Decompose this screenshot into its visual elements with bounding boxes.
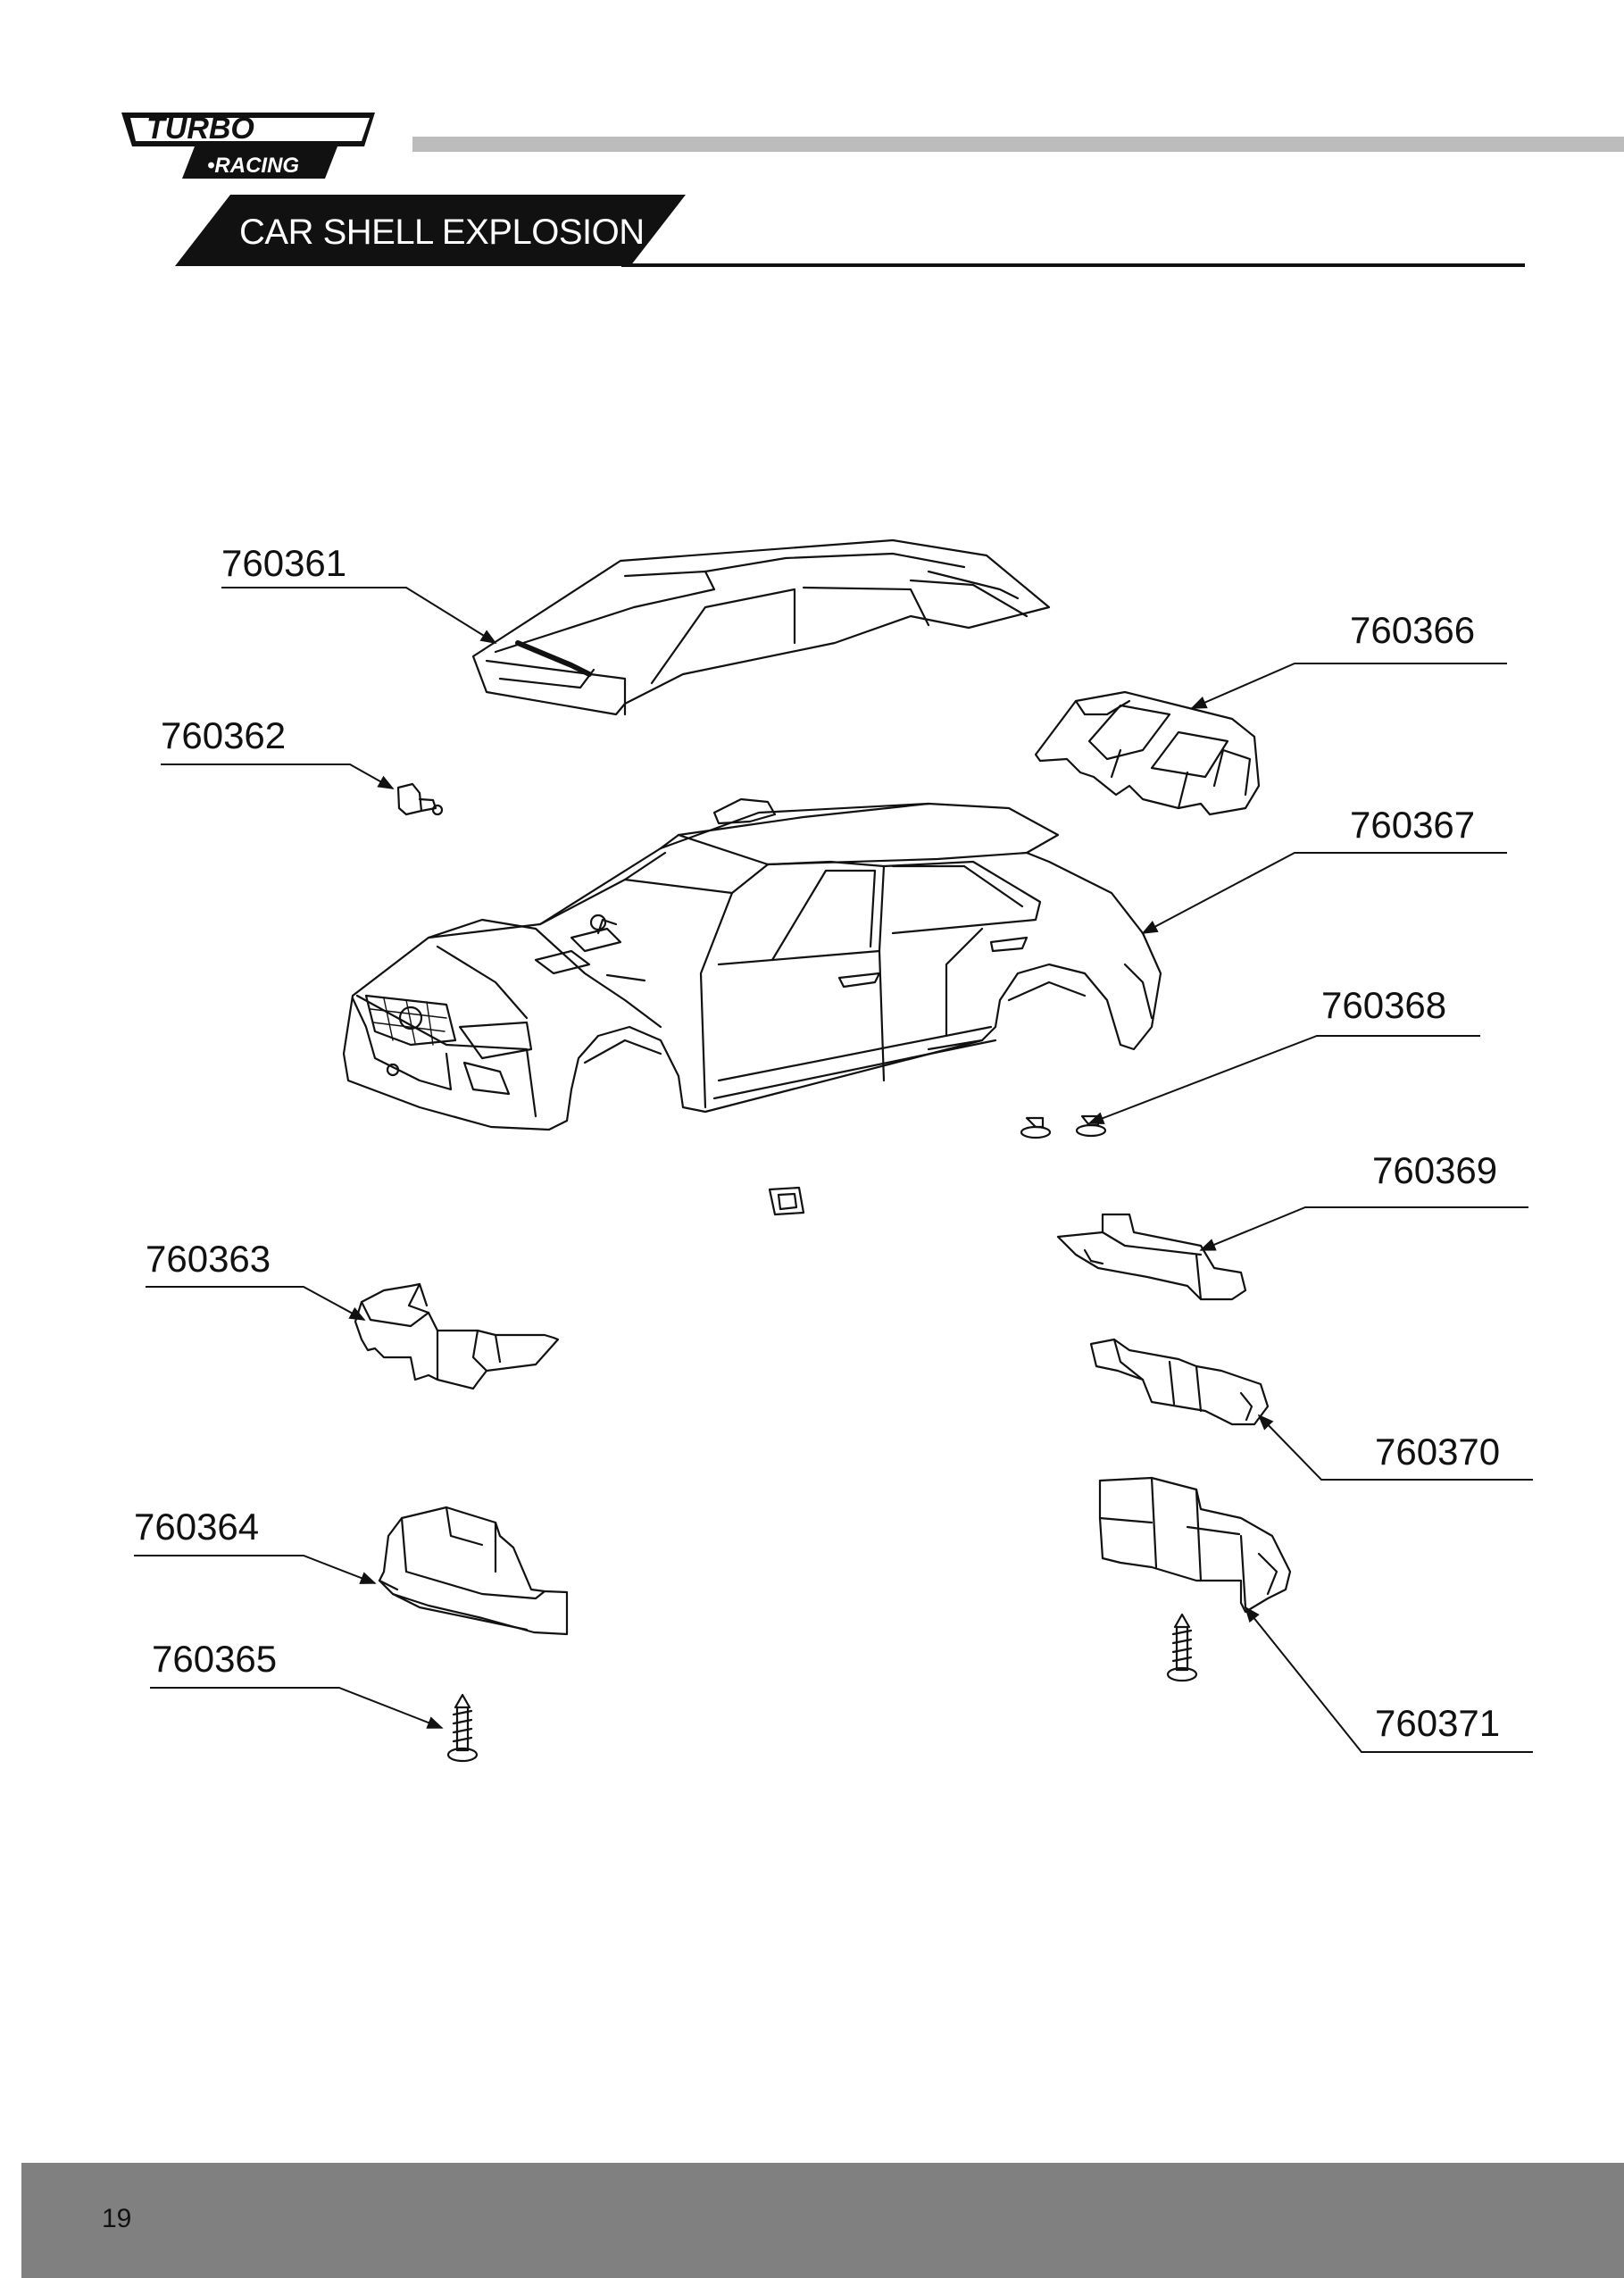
side-bracket-part xyxy=(1089,1338,1270,1426)
leader-760365 xyxy=(150,1687,444,1729)
front-skid-part xyxy=(378,1506,569,1636)
part-label-760362: 760362 xyxy=(161,714,286,756)
part-label-760371: 760371 xyxy=(1375,1702,1500,1744)
leader-760368 xyxy=(1087,1035,1480,1124)
part-label-760364: 760364 xyxy=(134,1506,259,1548)
leader-760367 xyxy=(1141,852,1507,934)
footer-bar: 19 xyxy=(21,2163,1624,2278)
part-label-760366: 760366 xyxy=(1350,609,1475,651)
part-label-760367: 760367 xyxy=(1350,804,1475,846)
part-label-760370: 760370 xyxy=(1375,1431,1500,1473)
leader-760364 xyxy=(134,1555,377,1584)
car-shell-explosion-diagram: 760361 760362 760363 760364 760365 76036… xyxy=(134,538,1533,1763)
leader-760362 xyxy=(161,764,395,789)
part-label-760365: 760365 xyxy=(152,1638,277,1680)
section-title-banner: CAR SHELL EXPLOSION xyxy=(175,195,1525,271)
header-bar xyxy=(412,137,1624,152)
part-label-760369: 760369 xyxy=(1372,1149,1497,1191)
part-label-760368: 760368 xyxy=(1321,984,1446,1026)
part-label-760361: 760361 xyxy=(221,542,346,584)
rear-bracket-part xyxy=(1098,1476,1292,1614)
leader-760371 xyxy=(1244,1606,1533,1753)
section-title-rule xyxy=(621,263,1525,267)
leader-760361 xyxy=(221,587,497,644)
clip-part xyxy=(396,782,444,816)
car-body-shell xyxy=(342,797,1162,1131)
leader-760366 xyxy=(1190,663,1507,709)
leader-760369 xyxy=(1199,1206,1528,1251)
leader-760370 xyxy=(1257,1414,1533,1481)
page-number: 19 xyxy=(102,2204,132,2233)
section-title-tab xyxy=(175,195,686,266)
front-bumper-insert-part xyxy=(354,1282,560,1390)
roof-panel-part xyxy=(471,538,1051,716)
body-pins-part xyxy=(1020,1114,1107,1139)
screw-right xyxy=(1166,1613,1198,1682)
part-label-760363: 760363 xyxy=(146,1238,271,1280)
small-mount-part xyxy=(768,1186,805,1216)
rear-spoiler-part xyxy=(1034,690,1261,816)
tray-part xyxy=(1056,1213,1247,1301)
turbo-racing-logo: TURBO •RACING xyxy=(121,112,375,179)
leader-760363 xyxy=(146,1286,366,1321)
screw-left xyxy=(446,1693,479,1763)
logo-line2: •RACING xyxy=(207,154,299,178)
logo-line1: TURBO xyxy=(146,112,254,146)
section-title: CAR SHELL EXPLOSION xyxy=(239,213,645,252)
